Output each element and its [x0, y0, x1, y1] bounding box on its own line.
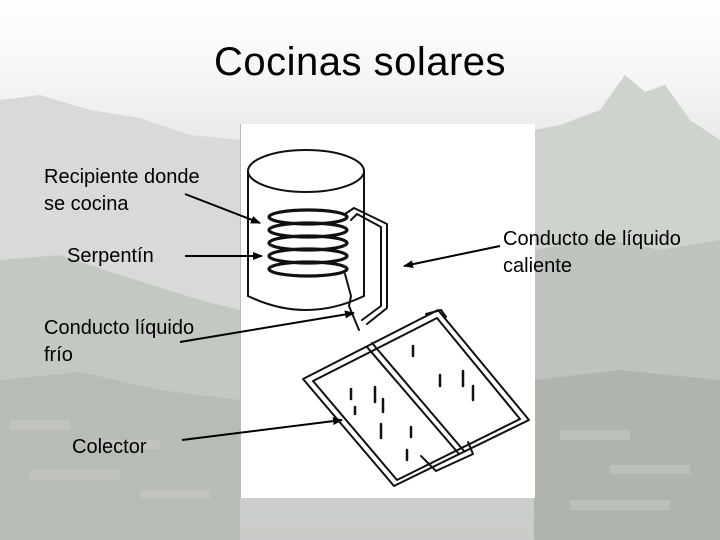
- label-conducto-caliente-line2: caliente: [503, 253, 681, 280]
- label-recipiente-line1: Recipiente donde: [44, 164, 200, 191]
- label-colector-text: Colector: [72, 434, 146, 461]
- label-conducto-frio-line2: frío: [44, 342, 194, 369]
- label-recipiente-line2: se cocina: [44, 191, 200, 218]
- label-conducto-frio: Conducto líquido frío: [44, 315, 194, 369]
- label-conducto-caliente: Conducto de líquido caliente: [503, 226, 681, 280]
- label-conducto-caliente-line1: Conducto de líquido: [503, 226, 681, 253]
- label-conducto-frio-line1: Conducto líquido: [44, 315, 194, 342]
- arrow-colector: [182, 420, 342, 440]
- arrow-conducto-caliente: [404, 246, 500, 266]
- label-serpentin: Serpentín: [67, 243, 154, 270]
- label-colector: Colector: [72, 434, 146, 461]
- label-serpentin-text: Serpentín: [67, 243, 154, 270]
- arrow-conducto-frio: [180, 313, 354, 342]
- label-recipiente: Recipiente donde se cocina: [44, 164, 200, 218]
